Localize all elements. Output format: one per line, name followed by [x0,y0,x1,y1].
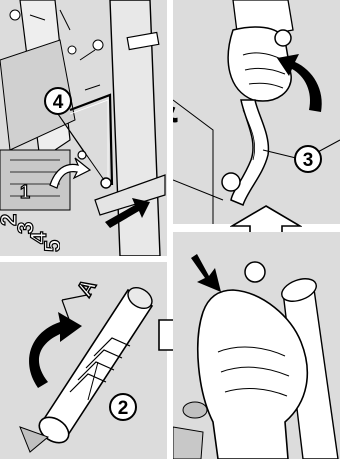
throttle-grip-illustration: A 2 [0,262,167,459]
hand-grip-drawing [173,232,340,459]
callout-2-marker: 2 [108,392,138,422]
direction-a-label: A [72,275,100,301]
hand-on-grip-illustration [173,232,340,459]
gear-position-labels: 1 2 3 4 5 [0,178,60,256]
engine-linkage-illustration: 4 1 2 3 4 5 [0,0,167,256]
direction-a-marker: A [70,272,100,302]
gear-label-5: 5 [40,240,60,252]
hand-lever-drawing [173,0,340,224]
callout-3-label: 3 [303,150,314,171]
callout-2-label: 2 [118,398,129,419]
hand-on-lever-illustration: & 3 [173,0,340,224]
ampersand-text: & [173,83,179,130]
ampersand-symbol: & [173,80,183,130]
gear-label-1: 1 [20,182,30,202]
callout-3-marker: 3 [293,144,323,174]
callout-4-label: 4 [53,92,64,113]
callout-4-marker: 4 [43,86,73,116]
